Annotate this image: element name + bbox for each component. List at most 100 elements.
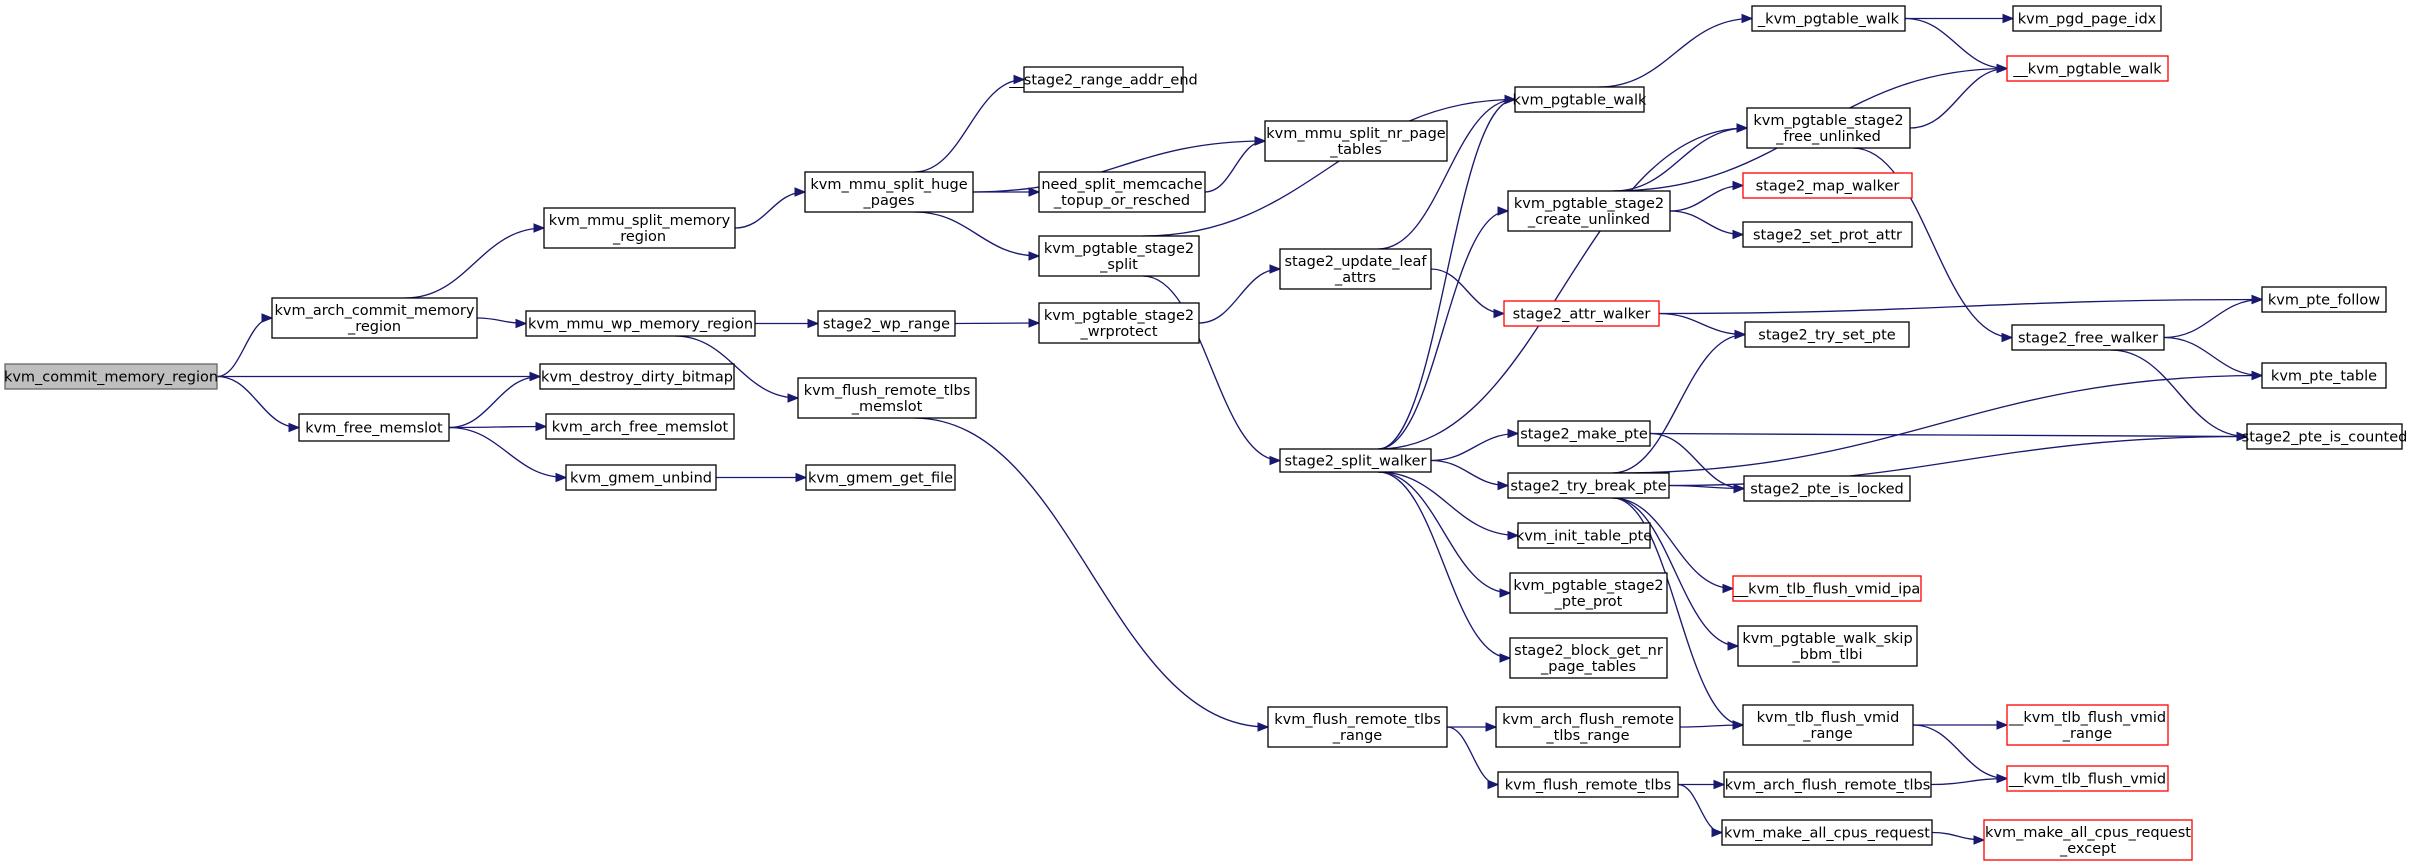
function-node-kvm-flush-remote-tlbs-range[interactable]: kvm_flush_remote_tlbs_range (1267, 706, 1448, 748)
function-node-kvm-tlb-flush-vmid-range[interactable]: __kvm_tlb_flush_vmid_range (2006, 704, 2169, 746)
function-node-kvm-arch-flush-remote-tlbs-range[interactable]: kvm_arch_flush_remote_tlbs_range (1495, 706, 1681, 748)
function-node-stage2-pte-is-locked[interactable]: stage2_pte_is_locked (1743, 475, 1911, 502)
edge-stage2_split_walker-to-stage2_block_get_nr_page_tables (1378, 471, 1512, 663)
function-node-stage2-try-break-pte[interactable]: stage2_try_break_pte (1507, 472, 1670, 499)
function-node-kvm-arch-commit-memory-region[interactable]: kvm_arch_commit_memory_region (271, 297, 478, 339)
edge-_kvm_pgtable_walk-to-kvm_pgd_page_idx (1905, 13, 2015, 24)
arrowhead (1485, 722, 1498, 732)
function-node-kvm-destroy-dirty-bitmap[interactable]: kvm_destroy_dirty_bitmap (539, 363, 735, 390)
function-node-stage2-try-set-pte[interactable]: stage2_try_set_pte (1744, 321, 1910, 348)
edge-kvm_commit_memory_region-to-kvm_arch_commit_memory_region (216, 313, 274, 378)
function-node-kvm-mmu-wp-memory-region[interactable]: kvm_mmu_wp_memory_region (525, 310, 756, 337)
function-node-kvm-flush-remote-tlbs[interactable]: kvm_flush_remote_tlbs (1497, 771, 1679, 798)
function-node-kvm-mmu-split-memory-region[interactable]: kvm_mmu_split_memory_region (543, 207, 736, 249)
arrowhead (1499, 653, 1512, 663)
node-box (1507, 190, 1671, 232)
function-node-kvm-mmu-split-huge-pages[interactable]: kvm_mmu_split_huge_pages (804, 171, 974, 213)
node-box (1507, 472, 1670, 499)
arrowhead (1722, 583, 1735, 594)
function-node-kvm-mmu-split-nr-page-tables[interactable]: kvm_mmu_split_nr_page_tables (1264, 120, 1448, 162)
function-node-stage2-map-walker[interactable]: stage2_map_walker (1742, 172, 1913, 199)
node-label-line: _range (2062, 726, 2112, 742)
arrowhead (2002, 13, 2015, 24)
function-node-stage2-wp-range[interactable]: stage2_wp_range (817, 310, 956, 337)
node-box (804, 171, 974, 213)
function-node-kvm-pgtable-stage2-split[interactable]: kvm_pgtable_stage2_split (1038, 235, 1200, 277)
node-label-line: kvm_flush_remote_tlbs (804, 383, 971, 399)
arrowhead (2251, 294, 2264, 305)
node-label-line: kvm_free_memslot (305, 421, 443, 437)
function-node-kvm-pgtable-walk[interactable]: __kvm_pgtable_walk (2006, 55, 2169, 82)
edge-kvm_mmu_split_huge_pages-to-kvm_pgtable_stage2_split (914, 211, 1041, 261)
function-node-kvm-flush-remote-tlbs-memslot[interactable]: kvm_flush_remote_tlbs_memslot (797, 377, 977, 419)
function-node-kvm-pgtable-stage2-create-unlinked[interactable]: kvm_pgtable_stage2_create_unlinked (1507, 190, 1671, 232)
node-box (1503, 300, 1660, 327)
function-node-kvm-init-table-pte[interactable]: kvm_init_table_pte (1516, 522, 1652, 549)
function-node-kvm-pgd-page-idx[interactable]: kvm_pgd_page_idx (2012, 5, 2162, 32)
node-label-line: kvm_arch_commit_memory (275, 303, 475, 319)
function-node-kvm-tlb-flush-vmid-range[interactable]: kvm_tlb_flush_vmid_range (1742, 704, 1914, 746)
node-label-line: kvm_init_table_pte (1516, 529, 1652, 545)
arrowhead (1254, 136, 1267, 146)
function-node-kvm-tlb-flush-vmid-ipa[interactable]: __kvm_tlb_flush_vmid_ipa (1732, 575, 1922, 602)
edge-kvm_gmem_unbind-to-kvm_gmem_get_file (716, 472, 808, 483)
edge-kvm_commit_memory_region-to-kvm_free_memslot (216, 375, 301, 433)
function-node-stage2-update-leaf-attrs[interactable]: stage2_update_leaf_attrs (1279, 248, 1432, 290)
function-node-kvm-tlb-flush-vmid[interactable]: __kvm_tlb_flush_vmid (2006, 765, 2169, 792)
function-node-need-split-memcache-topup-or-resched[interactable]: need_split_memcache_topup_or_resched (1038, 171, 1206, 213)
arrowhead (288, 422, 301, 433)
node-label-line: _bbm_tlbi (1792, 647, 1863, 663)
function-node-stage2-make-pte[interactable]: stage2_make_pte (1517, 420, 1651, 447)
function-node-kvm-pte-table[interactable]: kvm_pte_table (2261, 362, 2387, 389)
function-node-stage2-attr-walker[interactable]: stage2_attr_walker (1503, 300, 1660, 327)
node-label-line: kvm_pgtable_stage2 (1513, 578, 1663, 594)
node-box (805, 464, 956, 491)
arrowhead (1727, 641, 1740, 651)
node-label-line: _memslot (851, 399, 923, 415)
function-node-kvm-pgtable-stage2-pte-prot[interactable]: kvm_pgtable_stage2_pte_prot (1509, 572, 1668, 614)
edge-kvm_flush_remote_tlbs_memslot-to-kvm_flush_remote_tlbs_range (913, 417, 1270, 732)
arrowhead (795, 472, 808, 483)
edge-kvm_mmu_wp_memory_region-to-stage2_wp_range (755, 318, 820, 329)
function-node-kvm-gmem-get-file[interactable]: kvm_gmem_get_file (805, 464, 956, 491)
node-label-line: kvm_mmu_split_huge (810, 177, 967, 193)
node-box (1517, 420, 1651, 447)
function-node-stage2-range-addr-end[interactable]: __stage2_range_addr_end (1008, 66, 1198, 93)
function-node-kvm-commit-memory-region[interactable]: kvm_commit_memory_region (4, 363, 218, 390)
edge-stage2_try_break_pte-to-kvm_pte_table (1612, 370, 2264, 474)
function-node-stage2-set-prot-attr[interactable]: stage2_set_prot_attr (1742, 221, 1913, 248)
node-box (1267, 706, 1448, 748)
node-box (1737, 625, 1918, 667)
function-node-kvm-make-all-cpus-request[interactable]: kvm_make_all_cpus_request (1721, 819, 1933, 846)
function-node-kvm-make-all-cpus-request-except[interactable]: kvm_make_all_cpus_request_except (1983, 819, 2193, 861)
function-node-stage2-pte-is-counted[interactable]: stage2_pte_is_counted (2242, 423, 2408, 450)
edge-kvm_tlb_flush_vmid_range-to-__kvm_tlb_flush_vmid_range (1912, 720, 2009, 730)
node-label-line: stage2_block_get_nr (1514, 643, 1663, 659)
edge-kvm_flush_remote_tlbs_range-to-kvm_arch_flush_remote_tlbs_range (1446, 722, 1498, 732)
function-node-kvm-pte-follow[interactable]: kvm_pte_follow (2261, 286, 2387, 313)
function-node-kvm-pgtable-walk[interactable]: kvm_pgtable_walk (1513, 86, 1648, 113)
function-node-stage2-free-walker[interactable]: stage2_free_walker (2011, 324, 2165, 351)
function-node-kvm-pgtable-walk[interactable]: _kvm_pgtable_walk (1751, 5, 1906, 32)
function-node-kvm-pgtable-stage2-wrprotect[interactable]: kvm_pgtable_stage2_wrprotect (1038, 302, 1200, 344)
function-node-kvm-gmem-unbind[interactable]: kvm_gmem_unbind (565, 464, 717, 491)
function-node-stage2-split-walker[interactable]: stage2_split_walker (1279, 448, 1432, 473)
node-label-line: __stage2_range_addr_end (1008, 73, 1197, 89)
node-box (1517, 522, 1651, 549)
edge-stage2_try_break_pte-to-stage2_try_set_pte (1612, 329, 1747, 474)
edge-stage2_split_walker-to-kvm_pgtable_stage2_pte_prot (1378, 471, 1512, 598)
function-node-kvm-arch-free-memslot[interactable]: kvm_arch_free_memslot (545, 413, 735, 440)
function-node-kvm-arch-flush-remote-tlbs[interactable]: kvm_arch_flush_remote_tlbs (1723, 771, 1932, 798)
edge-stage2_free_walker-to-stage2_pte_is_counted (2110, 349, 2249, 442)
function-node-kvm-pgtable-walk-skip-bbm-tlbi[interactable]: kvm_pgtable_walk_skip_bbm_tlbi (1737, 625, 1918, 667)
node-label-line: kvm_flush_remote_tlbs (1505, 778, 1672, 794)
arrowhead (555, 472, 568, 483)
function-node-stage2-block-get-nr-page-tables[interactable]: stage2_block_get_nr_page_tables (1509, 637, 1668, 679)
arrowhead (1269, 455, 1282, 466)
arrowhead (1732, 180, 1745, 191)
node-label-line: kvm_arch_flush_remote_tlbs (1725, 778, 1931, 794)
node-label-line: kvm_pgtable_stage2 (1514, 196, 1664, 212)
node-label-line: __kvm_tlb_flush_vmid (2008, 710, 2166, 726)
function-node-kvm-pgtable-stage2-free-unlinked[interactable]: kvm_pgtable_stage2_free_unlinked (1746, 107, 1911, 149)
function-node-kvm-free-memslot[interactable]: kvm_free_memslot (298, 413, 450, 442)
